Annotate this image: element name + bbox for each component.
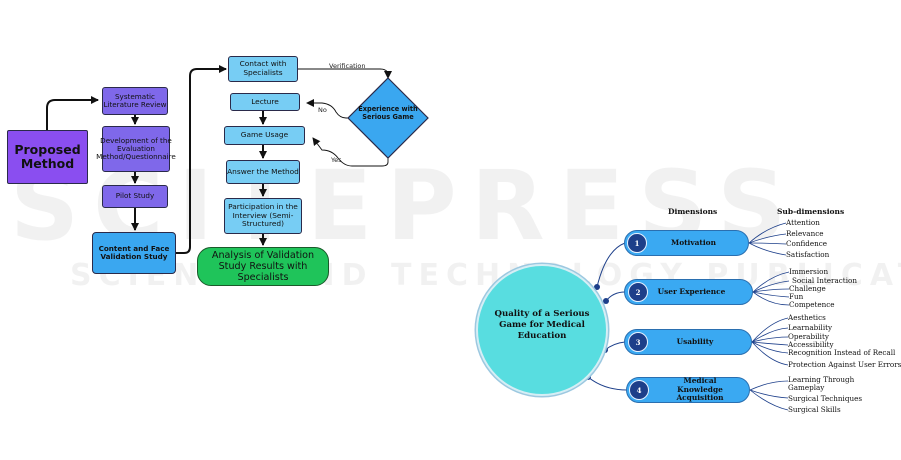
subdimension-social-interaction: Social Interaction (792, 276, 857, 285)
dimension-knowledge-label: Medical Knowledge Acquisition (676, 375, 724, 403)
game-usage-box: Game Usage (224, 126, 305, 145)
subdimension-operability: Operability (788, 332, 829, 341)
link-center-to-motivation (596, 242, 626, 288)
decision-label: Experience with Serious Game (358, 105, 418, 121)
junction-dot-1 (594, 284, 600, 290)
dimension-user-experience-label: User Experience (657, 286, 726, 296)
subdimension-satisfaction: Satisfaction (786, 250, 830, 259)
interview-box: Participation in the Interview (Semi-Str… (224, 198, 302, 234)
subdimension-competence: Competence (789, 300, 835, 309)
yes-label: Yes (331, 156, 342, 164)
proposed-method-label: Proposed Method (14, 141, 81, 171)
subdimension-surgical-skills: Surgical Skills (788, 405, 841, 414)
arrow-decision-to-lecture (306, 99, 350, 119)
proposed-method-box: Proposed Method (7, 130, 88, 184)
content-face-label: Content and Face Validation Study (98, 243, 170, 261)
pilot-study-label: Pilot Study (115, 191, 155, 201)
dimension-number-4: 4 (629, 380, 649, 400)
subdimension-learnability: Learnability (788, 323, 833, 332)
subdimension-accessibility: Accessibility (788, 340, 834, 349)
subdimension-relevance: Relevance (786, 229, 824, 238)
subdimension-fun: Fun (789, 292, 804, 301)
subdimension-immersion: Immersion (789, 267, 829, 276)
development-label: Development of the Evaluation Method/Que… (96, 135, 176, 162)
systematic-review-label: Systematic Literature Review (103, 91, 167, 109)
dimension-number-3: 3 (628, 332, 648, 352)
no-label: No (318, 106, 327, 114)
arrow-content-to-contact (176, 65, 227, 254)
subdimension-surgical-techniques: Surgical Techniques (788, 394, 863, 403)
subdimension-aesthetics: Aesthetics (788, 313, 826, 322)
link-center-to-usability (604, 341, 626, 351)
dimension-number-2: 2 (628, 282, 648, 302)
arrow-contact-to-decision (298, 68, 392, 79)
contact-specialists-label: Contact with Specialists (239, 59, 287, 77)
decision-diamond (347, 77, 429, 159)
subdimension-challenge: Challenge (789, 284, 826, 293)
dimension-motivation-label: Motivation (671, 237, 716, 247)
subdimension-confidence: Confidence (786, 239, 828, 248)
development-box: Development of the Evaluation Method/Que… (96, 126, 176, 172)
subdimension-learning-gameplay: Learning Through Gameplay (788, 375, 855, 393)
junction-dot-2 (603, 298, 609, 304)
dimension-user-experience: User Experience (624, 279, 753, 305)
analysis-label: Analysis of Validation Study Results wit… (211, 249, 315, 284)
interview-label: Participation in the Interview (Semi-Str… (228, 202, 298, 229)
answer-method-label: Answer the Method (227, 166, 299, 176)
arrow-decision-to-game (312, 137, 389, 167)
subdimensions-header: Sub-dimensions (777, 207, 845, 216)
arrow-proposed-to-review (46, 96, 99, 130)
pilot-study-box: Pilot Study (102, 185, 168, 208)
quality-center-circle (476, 264, 608, 396)
quality-center-label: Quality of a Serious Game for Medical Ed… (494, 309, 590, 342)
lecture-box: Lecture (230, 93, 300, 111)
subdimension-recognition: Recognition Instead of Recall (788, 348, 896, 357)
subdimension-attention: Attention (786, 218, 820, 227)
lecture-label: Lecture (251, 96, 279, 106)
analysis-box: Analysis of Validation Study Results wit… (197, 247, 329, 286)
systematic-review-box: Systematic Literature Review (102, 87, 168, 115)
dimension-number-1: 1 (627, 233, 647, 253)
link-center-to-knowledge (587, 376, 628, 391)
contact-specialists-box: Contact with Specialists (228, 56, 298, 82)
verification-label: Verification (329, 62, 366, 70)
link-center-to-user-experience (605, 291, 626, 302)
dimension-usability-label: Usability (676, 336, 714, 346)
dimensions-header: Dimensions (668, 207, 718, 216)
answer-method-box: Answer the Method (226, 160, 300, 184)
subdimension-protection: Protection Against User Errors (788, 360, 901, 369)
content-face-box: Content and Face Validation Study (92, 232, 176, 274)
game-usage-label: Game Usage (240, 130, 289, 140)
